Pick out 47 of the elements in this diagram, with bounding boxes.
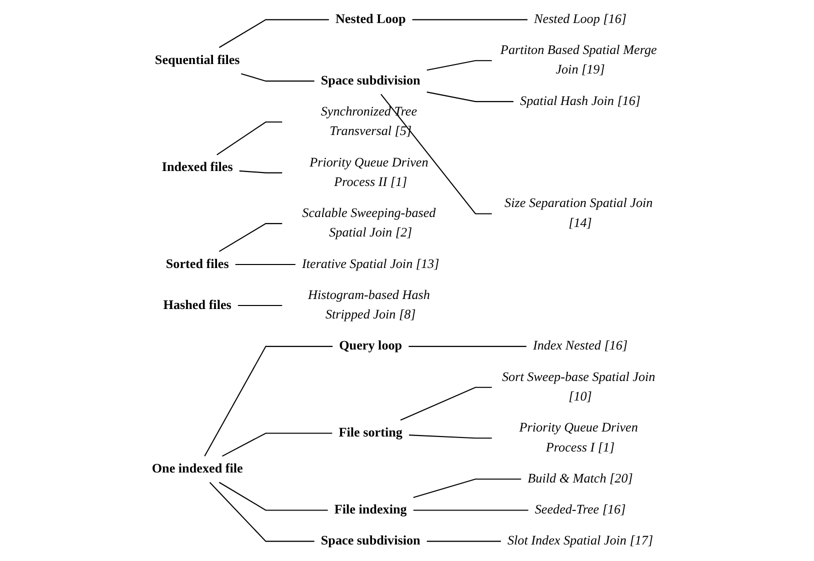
- connector: [413, 510, 528, 511]
- connector: [238, 304, 282, 306]
- node-text: Build & Match [20]: [528, 472, 633, 486]
- connector: [218, 482, 328, 511]
- node-text: Priority Queue Driven Process II [1]: [310, 156, 428, 190]
- connector: [216, 122, 282, 156]
- connector: [204, 346, 333, 456]
- connector: [413, 478, 522, 498]
- node-text: One indexed file: [152, 462, 243, 476]
- connector: [408, 346, 526, 347]
- node-text: Priority Queue Driven Process I [1]: [519, 420, 638, 455]
- node-text: Nested Loop: [335, 12, 406, 26]
- connector: [218, 223, 282, 252]
- connector: [400, 386, 492, 421]
- node-text: Query loop: [339, 339, 402, 353]
- node-text: Histogram-based Hash Stripped Join [8]: [308, 288, 430, 322]
- connector: [222, 432, 332, 457]
- node-text: Seeded-Tree [16]: [534, 502, 626, 517]
- node-text: Index Nested [16]: [532, 339, 628, 353]
- connector: [412, 19, 528, 20]
- connector: [426, 540, 501, 542]
- node-text: Scalable Sweeping-based Spatial Join [2]: [302, 206, 436, 240]
- connector: [426, 60, 492, 71]
- node-text: Partiton Based Spatial Merge Join [19]: [500, 43, 657, 77]
- node-text: Sort Sweep-base Spatial Join [10]: [502, 370, 656, 404]
- connector: [218, 19, 329, 48]
- connector: [240, 73, 314, 82]
- node-text: File sorting: [338, 426, 402, 440]
- node-text: Sequential files: [154, 53, 240, 68]
- connector: [408, 434, 492, 439]
- node-text: Hashed files: [163, 298, 232, 312]
- node-text: Nested Loop [16]: [534, 12, 626, 26]
- node-text: Indexed files: [162, 160, 233, 174]
- node-text: Slot Index Spatial Join [17]: [507, 534, 654, 548]
- node-text: Space subdivision: [320, 74, 420, 88]
- node-text: Sorted files: [166, 257, 229, 272]
- node-text: Iterative Spatial Join [13]: [302, 257, 440, 272]
- connector: [380, 94, 492, 214]
- connector: [239, 170, 282, 174]
- node-text: Space subdivision: [320, 534, 420, 548]
- connector: [426, 92, 514, 102]
- node-text: Spatial Hash Join [16]: [520, 94, 641, 108]
- node-text: Synchronized Tree Transversal [5]: [320, 104, 418, 138]
- node-text: File indexing: [334, 502, 407, 517]
- connector: [235, 264, 296, 266]
- connector: [209, 482, 314, 542]
- node-text: Size Separation Spatial Join [14]: [504, 196, 653, 230]
